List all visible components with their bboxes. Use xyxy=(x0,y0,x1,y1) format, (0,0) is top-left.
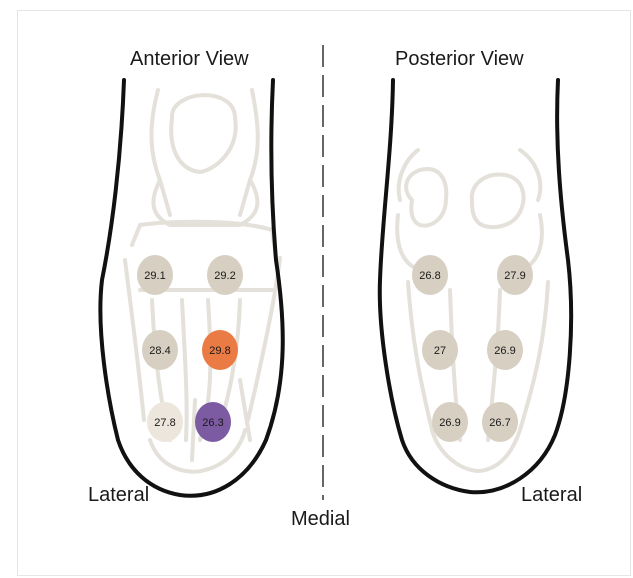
anterior-point-label-2: 29.2 xyxy=(214,270,235,282)
anterior-point-label-1: 29.1 xyxy=(144,270,165,282)
anterior-point-label-4: 29.8 xyxy=(209,345,230,357)
posterior-point-label-4: 26.9 xyxy=(494,345,515,357)
posterior-point-label-2: 27.9 xyxy=(504,270,525,282)
medial-label: Medial xyxy=(291,508,350,531)
anterior-view-title: Anterior View xyxy=(130,48,249,71)
posterior-point-label-5: 26.9 xyxy=(439,417,460,429)
posterior-point-label-3: 27 xyxy=(434,345,446,357)
posterior-bones xyxy=(397,150,548,471)
anterior-points: 29.1 29.2 28.4 29.8 27.8 26.3 xyxy=(137,255,243,442)
anterior-point-label-5: 27.8 xyxy=(154,417,175,429)
anterior-point-label-3: 28.4 xyxy=(149,345,170,357)
lateral-label-left: Lateral xyxy=(88,484,149,507)
posterior-point-label-1: 26.8 xyxy=(419,270,440,282)
lateral-label-right: Lateral xyxy=(521,484,582,507)
anterior-point-label-6: 26.3 xyxy=(202,417,223,429)
posterior-view-title: Posterior View xyxy=(395,48,524,71)
posterior-point-label-6: 26.7 xyxy=(489,417,510,429)
